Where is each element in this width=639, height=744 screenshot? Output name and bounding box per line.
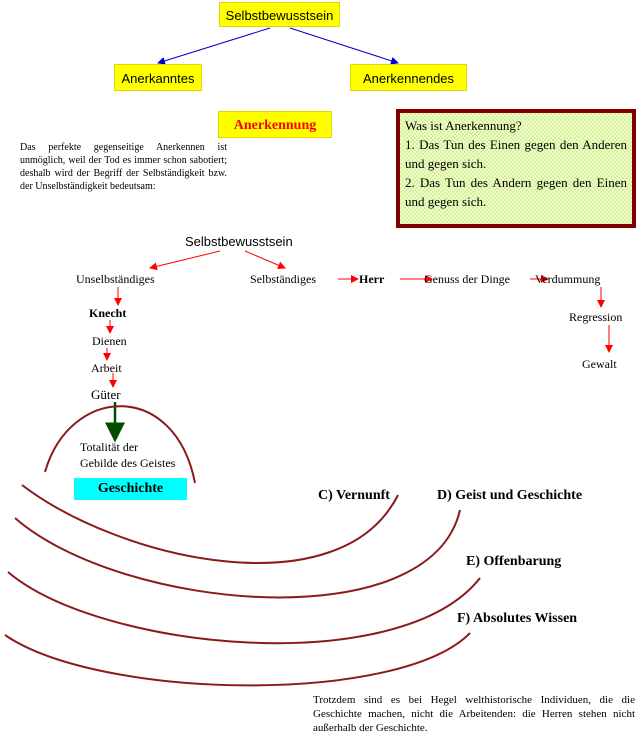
arrow-root-to-anerkennendes [289,27,399,65]
tree-regression: Regression [569,310,623,324]
question-box: Was ist Anerkennung? 1. Das Tun des Eine… [396,109,636,228]
arc-dome [44,405,196,484]
stage-offenbarung: E) Offenbarung [466,554,562,569]
arc-geist [14,509,461,599]
footer-text: Trotzdem sind es bei Hegel welthistorisc… [313,694,635,734]
tree-dienen: Dienen [92,334,127,348]
tree-selbststaendiges: Selbständiges [250,272,316,286]
tree-root: Selbstbewusstsein [185,234,293,249]
root-label: Selbstbewusstsein [225,8,334,23]
answer-2: 2. Das Tun des Andern gegen den Einen un… [405,175,627,209]
anerkanntes-box: Anerkanntes [114,64,202,91]
tree-knecht: Knecht [89,306,127,320]
arrow-root-to-selbst [244,250,286,269]
geschichte-box: Geschichte [74,478,187,500]
root-box: Selbstbewusstsein [219,2,340,27]
question-text: Was ist Anerkennung? [405,118,522,133]
stage-vernunft: C) Vernunft [318,488,390,503]
tree-unselbststaendiges: Unselbständiges [76,272,155,286]
answer-1: 1. Das Tun des Einen gegen den Anderen u… [405,137,627,171]
tree-arbeit: Arbeit [91,361,122,375]
anerkennung-title: Anerkennung [233,118,317,133]
anerkennung-text: Das perfekte gegenseitige Anerkennen ist… [20,142,227,192]
arrow-root-to-unselbst [149,250,221,271]
arc-absolutes [4,632,471,687]
stage-geist-und-geschichte: D) Geist und Geschichte [437,488,583,503]
arc-offenbarung [7,571,481,645]
tree-totalitaet-line1: Totalität der [80,440,139,454]
anerkennendes-box: Anerkennendes [350,64,467,91]
tree-verdummung: Verdummung [535,272,601,286]
tree-totalitaet-line2: Gebilde des Geistes [80,456,176,470]
geschichte-label: Geschichte [97,481,164,496]
tree-gewalt: Gewalt [582,357,617,371]
tree-genuss: Genuss der Dinge [424,272,510,286]
stage-absolutes-wissen: F) Absolutes Wissen [457,611,578,626]
arrow-root-to-anerkanntes [157,27,271,65]
arc-vernunft [21,484,399,564]
anerkennung-title-box: Anerkennung [218,111,332,138]
anerkanntes-label: Anerkanntes [121,71,195,86]
tree-gueter: Güter [91,387,121,402]
anerkennendes-label: Anerkennendes [362,71,455,86]
tree-herr: Herr [359,272,385,286]
